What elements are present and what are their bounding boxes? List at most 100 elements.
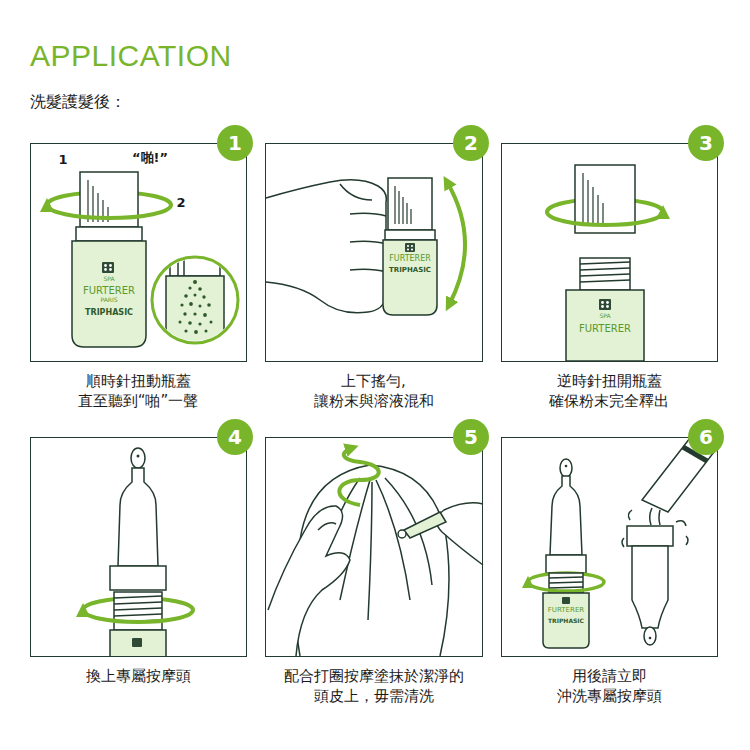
bottle-twist-illustration xyxy=(109,268,112,271)
hand-shaking-illustration xyxy=(410,209,411,224)
bottle-twist-illustration xyxy=(104,264,107,267)
product-label: SPA xyxy=(103,276,114,283)
bottle-twist-illustration xyxy=(166,276,224,350)
applicator-fit-illustration xyxy=(114,602,162,604)
product-label: FURTERER xyxy=(83,285,135,296)
cap-open-illustration xyxy=(547,212,663,225)
product-label: TRIPHASIC xyxy=(548,618,584,625)
hand-shaking-illustration xyxy=(405,243,415,252)
bottle-twist-illustration xyxy=(179,321,182,324)
bottle-twist-illustration xyxy=(179,280,213,334)
bottle-twist-illustration xyxy=(188,286,191,289)
bottle-twist-illustration xyxy=(188,321,192,325)
cap-open-illustration xyxy=(580,280,630,282)
cap-open-illustration xyxy=(606,301,609,304)
hand-shaking-illustration xyxy=(383,240,437,315)
product-label: PARIS xyxy=(100,297,117,304)
applicator-fit-illustration xyxy=(114,608,162,610)
applicator-fit-illustration xyxy=(83,448,193,656)
product-label: FURTERER xyxy=(579,323,631,334)
hand-shaking-illustration xyxy=(398,191,399,224)
hand-shaking-illustration xyxy=(394,186,395,224)
rinse-illustration xyxy=(546,555,586,573)
bottle-twist-illustration xyxy=(194,294,197,297)
hand-shaking-illustration xyxy=(350,241,386,244)
cap-open-illustration xyxy=(566,290,644,361)
bottle-twist-illustration xyxy=(109,264,112,267)
hand-shaking-illustration xyxy=(411,248,413,250)
bottle-twist-illustration xyxy=(183,258,185,276)
bottle-twist-illustration xyxy=(47,205,171,218)
cap-open-illustration xyxy=(601,301,604,304)
product-label: SPA xyxy=(599,313,610,320)
applicator-fit-illustration xyxy=(110,566,166,590)
cap-open-illustration xyxy=(602,203,603,226)
step-number: 1 xyxy=(217,125,253,161)
hand-shaking-illustration xyxy=(388,178,432,230)
rinse-illustration xyxy=(549,582,583,583)
subheading: 洗髮護髮後： xyxy=(30,93,126,111)
rinse-illustration xyxy=(562,597,570,604)
step-panel: 4換上專屬按摩頭 xyxy=(30,437,247,657)
bottle-twist-illustration xyxy=(184,294,188,298)
bottle-twist-illustration xyxy=(102,262,114,273)
step-caption: 逆時針扭開瓶蓋 確保粉末完全釋出 xyxy=(534,371,684,412)
step-panel: 1順時針扭動瓶蓋 直至聽到“啪”一聲 xyxy=(30,143,247,362)
cap-open-illustration xyxy=(580,274,630,276)
step-number: 6 xyxy=(688,419,724,455)
cap-open-illustration xyxy=(599,299,611,310)
rinse-illustration xyxy=(549,577,583,578)
cap-open-illustration xyxy=(601,305,604,308)
step-number: 3 xyxy=(688,125,724,161)
rinse-illustration xyxy=(543,593,589,648)
step-panel: 5配合打圈按摩塗抹於潔淨的 頭皮上，毋需清洗 xyxy=(265,437,483,657)
step-number: 4 xyxy=(217,419,253,455)
scalp-massage-illustration xyxy=(368,482,372,620)
callout-number: 2 xyxy=(176,196,185,210)
hand-shaking-illustration xyxy=(406,203,407,224)
applicator-fit-illustration xyxy=(132,638,142,647)
hand-shaking-illustration xyxy=(266,178,465,315)
scalp-massage-illustration xyxy=(398,530,406,538)
rinse-illustration xyxy=(628,510,632,520)
cap-open-illustration xyxy=(580,262,630,264)
cap-open-illustration xyxy=(580,268,630,270)
rinse-illustration xyxy=(622,538,624,547)
rinse-illustration xyxy=(659,510,660,525)
product-label: TRIPHASIC xyxy=(389,267,431,275)
applicator-fit-illustration xyxy=(118,468,158,566)
hand-shaking-illustration xyxy=(340,184,372,200)
bottle-twist-illustration xyxy=(166,258,224,350)
rinse-illustration xyxy=(560,459,572,477)
applicator-fit-illustration xyxy=(114,596,162,598)
applicator-fit-illustration xyxy=(114,592,162,630)
step-number: 2 xyxy=(453,125,489,161)
applicator-fit-illustration xyxy=(83,610,193,622)
cap-open-illustration xyxy=(580,258,630,290)
rinse-illustration xyxy=(650,508,652,525)
title: APPLICATION xyxy=(30,38,232,74)
step-panel: 2上下搖勻, 讓粉末與溶液混和 xyxy=(265,143,483,362)
sound-label: “啪!” xyxy=(132,151,168,165)
rinse-illustration xyxy=(565,465,568,468)
rinse-illustration xyxy=(550,476,582,555)
product-label: FURTERER xyxy=(548,607,584,615)
hand-shaking-illustration xyxy=(411,245,413,247)
step-caption: 上下搖勻, 讓粉末與溶液混和 xyxy=(304,371,444,412)
bottle-twist-illustration xyxy=(47,172,238,350)
hand-shaking-illustration xyxy=(350,269,386,272)
cap-open-illustration xyxy=(597,195,598,226)
scalp-massage-illustration xyxy=(318,523,336,530)
scalp-massage-illustration xyxy=(339,448,378,505)
bottle-twist-illustration xyxy=(184,329,187,332)
bottle-twist-illustration xyxy=(207,303,211,307)
step-caption: 配合打圈按摩塗抹於潔淨的 頭皮上，毋需清洗 xyxy=(269,666,479,707)
bottle-twist-illustration xyxy=(170,258,220,276)
bottle-twist-illustration xyxy=(210,321,213,324)
applicator-fit-illustration xyxy=(137,455,140,458)
step-caption: 用後請立即 沖洗專屬按摩頭 xyxy=(549,666,669,707)
bottle-twist-illustration xyxy=(183,312,186,315)
rinse-illustration xyxy=(632,546,668,628)
product-label: FURTERER xyxy=(389,255,431,264)
